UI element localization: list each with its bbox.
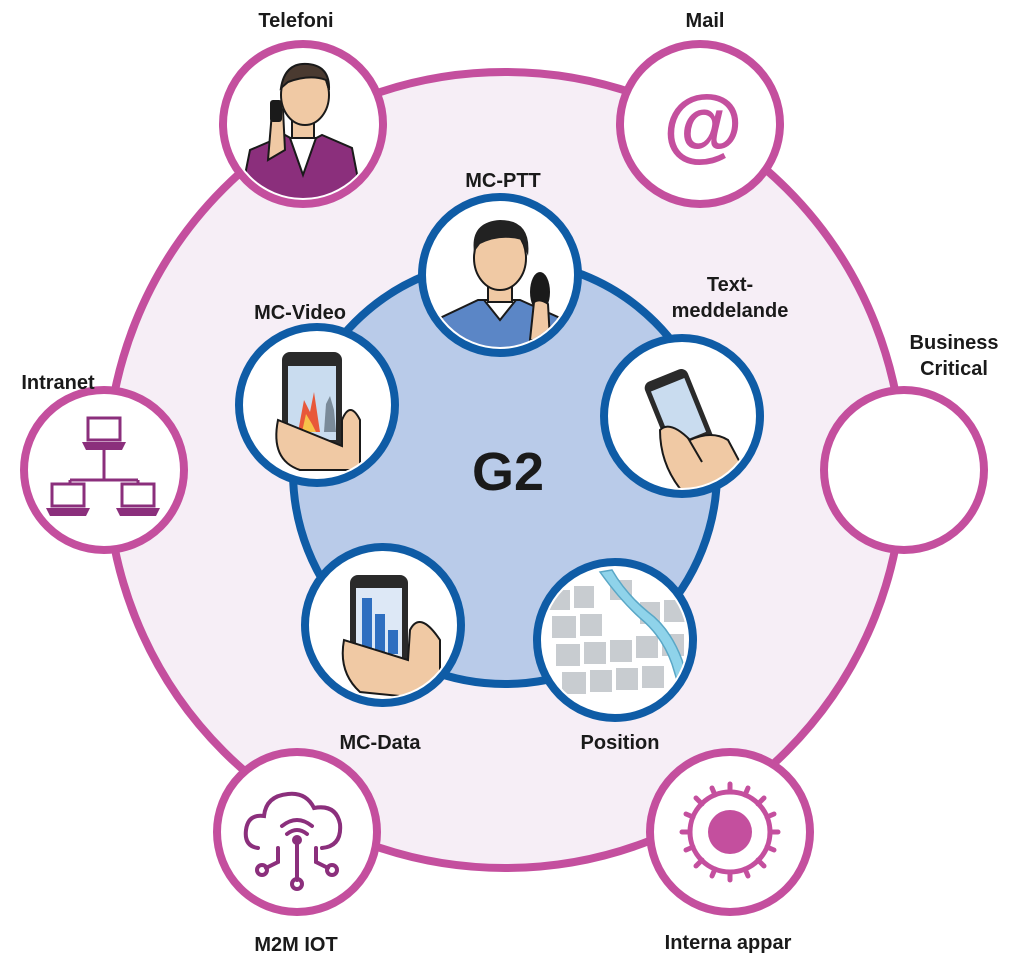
telefoni-node[interactable] xyxy=(219,40,387,208)
at-sign-icon: @ xyxy=(663,79,743,170)
intranet-node[interactable] xyxy=(20,386,188,554)
person-on-phone-icon xyxy=(238,62,364,198)
mail-node[interactable]: @ xyxy=(616,40,784,208)
m2m-iot-node[interactable] xyxy=(213,748,381,916)
label-mc-data: MC-Data xyxy=(339,732,421,754)
mc-video-node[interactable] xyxy=(235,323,399,487)
label-mc-video: MC-Video xyxy=(254,302,346,324)
label-business-line2: Critical xyxy=(920,358,988,380)
label-text-line2: meddelande xyxy=(671,300,789,322)
network-computers-icon xyxy=(46,416,160,516)
interna-appar-node[interactable] xyxy=(646,748,814,916)
label-telefoni: Telefoni xyxy=(258,10,334,32)
gear-sun-icon xyxy=(679,781,781,883)
label-business-critical: Business Critical xyxy=(910,330,999,382)
cloud-network-icon xyxy=(243,791,343,891)
label-m2m-iot: M2M IOT xyxy=(254,934,338,956)
label-textmeddelande: Text- meddelande xyxy=(672,272,789,324)
mc-data-node[interactable] xyxy=(301,543,465,707)
city-map-icon xyxy=(543,568,687,712)
phone-bar-chart-icon xyxy=(341,575,441,697)
label-mail: Mail xyxy=(685,10,725,32)
business-critical-node[interactable] xyxy=(820,386,988,554)
textmeddelande-node[interactable] xyxy=(600,334,764,500)
phone-video-icon xyxy=(275,352,361,471)
label-position: Position xyxy=(580,732,660,754)
label-mc-ptt: MC-PTT xyxy=(465,170,541,192)
label-intranet: Intranet xyxy=(21,372,95,394)
center-label: G2 xyxy=(471,442,545,502)
label-text-line1: Text- xyxy=(706,274,754,296)
mc-ptt-node[interactable] xyxy=(418,193,582,360)
position-node[interactable] xyxy=(533,558,697,722)
label-interna-appar: Interna appar xyxy=(664,932,792,954)
label-business-line1: Business xyxy=(909,332,999,354)
